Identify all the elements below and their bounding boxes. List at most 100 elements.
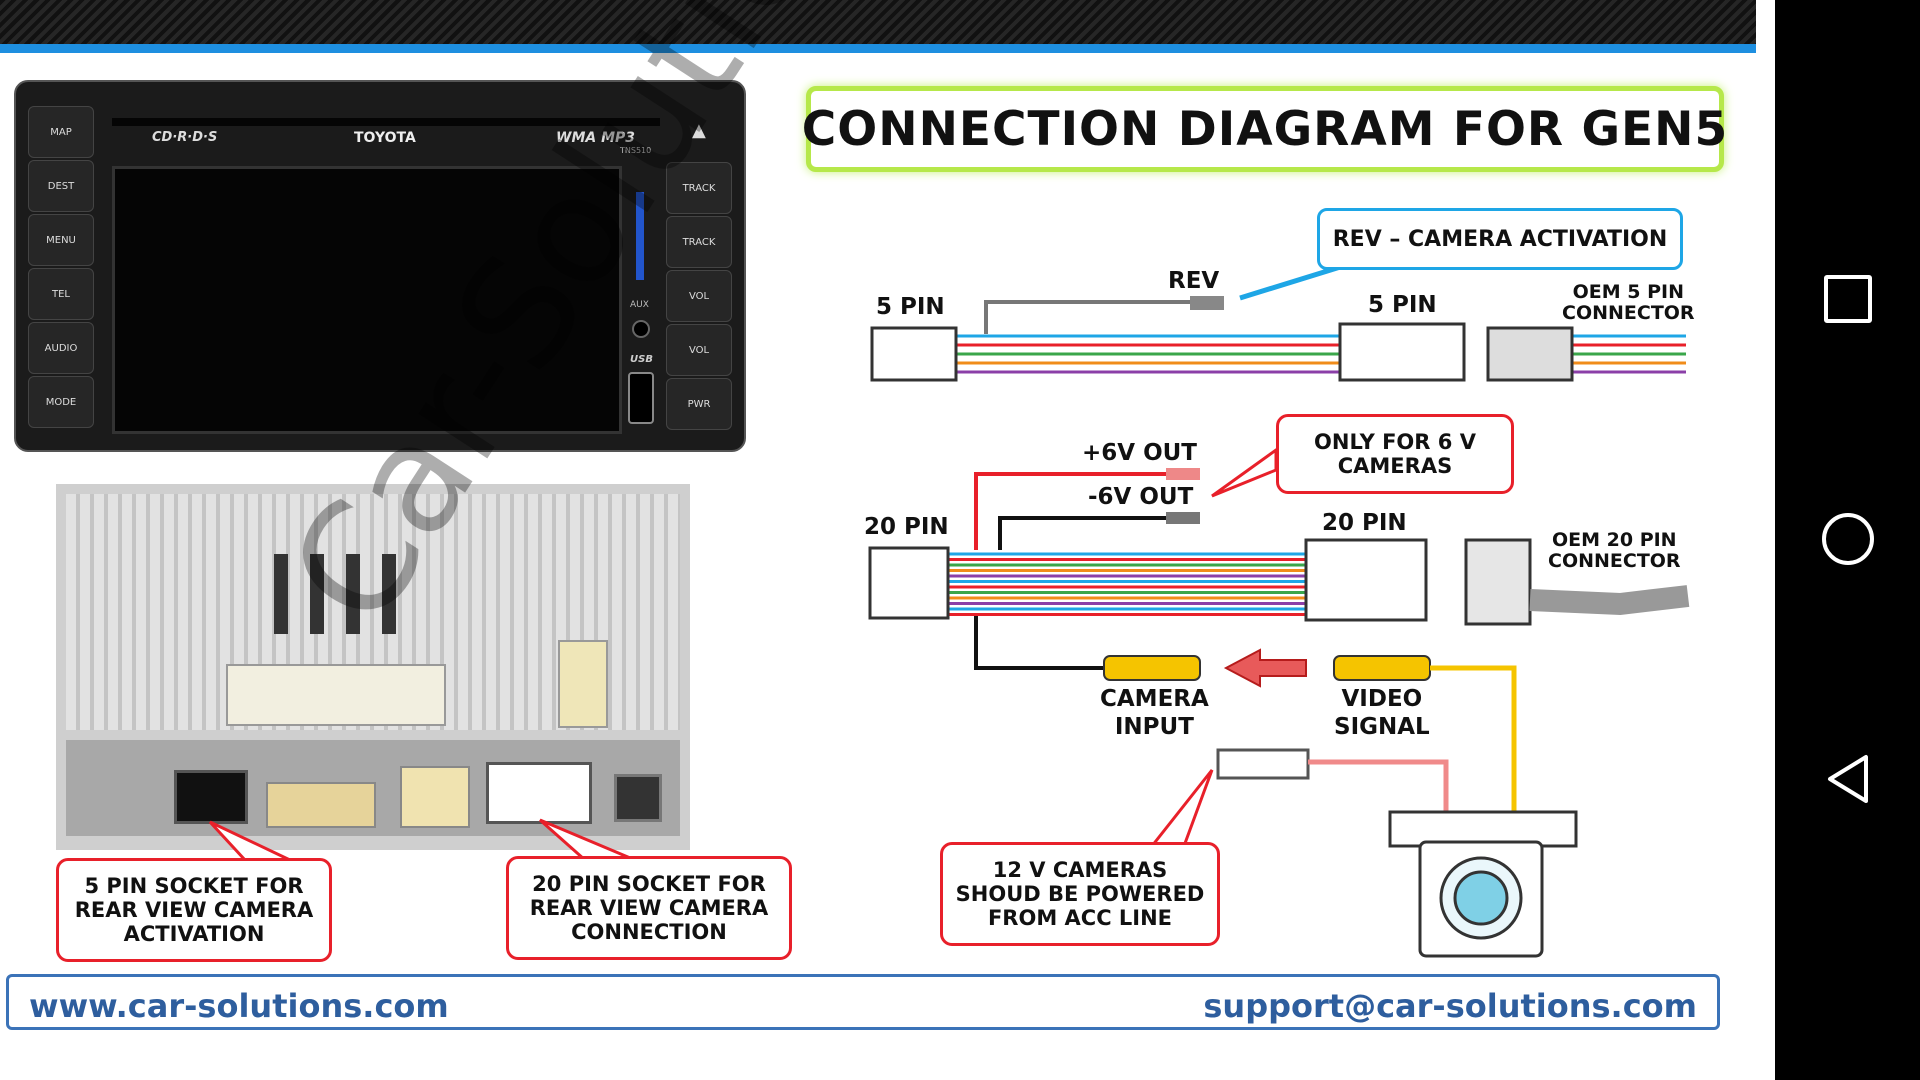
eject-icon: ▲ bbox=[692, 120, 706, 141]
connector-right bbox=[558, 640, 608, 728]
six-v-line-2: CAMERAS bbox=[1337, 454, 1453, 478]
home-button[interactable] bbox=[1775, 494, 1920, 584]
connector-block bbox=[226, 664, 446, 726]
twelve-v-line-3: FROM ACC LINE bbox=[987, 906, 1173, 931]
flow-arrow bbox=[1223, 648, 1307, 688]
twelve-v-line-2: SHOUD BE POWERED bbox=[955, 881, 1205, 906]
cd-logo: CD·R·D·S bbox=[152, 130, 218, 145]
pin5-left-label: 5 PIN bbox=[876, 294, 945, 320]
pin20-left-label: 20 PIN bbox=[864, 514, 949, 540]
radio-button-map: MAP bbox=[28, 106, 94, 158]
video-signal-label: VIDEO SIGNAL bbox=[1334, 686, 1430, 741]
pin20-right-label: 20 PIN bbox=[1322, 510, 1407, 536]
oem20-cable bbox=[1529, 585, 1690, 616]
twelve-v-pointer bbox=[1148, 769, 1214, 848]
video-signal-line-2: SIGNAL bbox=[1334, 713, 1430, 740]
email-link[interactable]: support@car-solutions.com bbox=[1203, 987, 1697, 1025]
socket20-line-3: CONNECTION bbox=[571, 920, 727, 945]
camera-input-rca bbox=[1103, 655, 1201, 681]
recents-button[interactable] bbox=[1775, 254, 1920, 344]
video-signal-line-1: VIDEO bbox=[1341, 686, 1423, 712]
radio-button-mode: MODE bbox=[28, 376, 94, 428]
socket-5pin bbox=[174, 770, 248, 824]
socket-square bbox=[614, 774, 662, 822]
six-v-callout: ONLY FOR 6 V CAMERAS bbox=[1276, 414, 1514, 494]
connector-20pin-mid bbox=[1304, 538, 1428, 622]
six-v-line-1: ONLY FOR 6 V bbox=[1314, 429, 1476, 454]
radio-button-audio: AUDIO bbox=[28, 322, 94, 374]
radio-button-menu: MENU bbox=[28, 214, 94, 266]
twelve-v-line-1: 12 V CAMERAS bbox=[992, 857, 1168, 882]
radio-button-pwr-4: PWR bbox=[666, 378, 732, 430]
plus6v-label: +6V OUT bbox=[1082, 440, 1197, 466]
six-v-pointer bbox=[1211, 447, 1278, 498]
radio-button-track-1: TRACK bbox=[666, 216, 732, 268]
rev-plug bbox=[1190, 296, 1224, 310]
camera-bracket bbox=[1388, 810, 1578, 848]
plus6v-plug bbox=[1166, 468, 1200, 480]
socket-small bbox=[400, 766, 470, 828]
usb-label: USB bbox=[630, 354, 653, 365]
triangle-back-icon bbox=[1827, 755, 1868, 803]
page-title: CONNECTION DIAGRAM FOR GEN5 bbox=[801, 101, 1729, 157]
minus6v-wire bbox=[998, 516, 1198, 550]
radio-button-track-0: TRACK bbox=[666, 162, 732, 214]
model-label: TNS510 bbox=[620, 146, 652, 155]
socket20-line-2: REAR VIEW CAMERA bbox=[529, 895, 769, 920]
back-button[interactable] bbox=[1775, 734, 1920, 824]
footer-bar: www.car-solutions.com support@car-soluti… bbox=[6, 974, 1720, 1030]
socket5-line-2: REAR VIEW CAMERA bbox=[74, 897, 314, 922]
radio-button-vol-2: VOL bbox=[666, 270, 732, 322]
head-unit-photo: CD·R·D·S TOYOTA WMA MP3 TNS510 ▲ AUX USB… bbox=[14, 80, 746, 452]
socket5-line-1: 5 PIN SOCKET FOR bbox=[84, 873, 304, 898]
video-wire bbox=[1430, 665, 1517, 812]
power-plug bbox=[1216, 748, 1310, 780]
minus6v-label: -6V OUT bbox=[1088, 484, 1194, 510]
radio-button-tel: TEL bbox=[28, 268, 94, 320]
rev-label: REV bbox=[1168, 268, 1220, 294]
connector-5pin-left bbox=[870, 326, 958, 382]
socket20-callout: 20 PIN SOCKET FOR REAR VIEW CAMERA CONNE… bbox=[506, 856, 792, 960]
rev-wire bbox=[984, 300, 1196, 334]
wma-label: WMA MP3 bbox=[556, 130, 636, 146]
website-link[interactable]: www.car-solutions.com bbox=[29, 987, 449, 1025]
sd-slot bbox=[636, 192, 644, 280]
connector-20pin-left bbox=[868, 546, 950, 620]
rev-callout: REV – CAMERA ACTIVATION bbox=[1317, 208, 1683, 270]
socket20-line-1: 20 PIN SOCKET FOR bbox=[532, 871, 766, 896]
camera-input-line-1: CAMERA bbox=[1100, 686, 1209, 712]
usb-port bbox=[628, 372, 654, 424]
oem20-line-1: OEM 20 PIN bbox=[1551, 529, 1677, 551]
aux-label: AUX bbox=[630, 300, 649, 310]
radio-button-dest: DEST bbox=[28, 160, 94, 212]
radio-screen bbox=[112, 166, 622, 434]
cd-slot bbox=[112, 118, 660, 126]
unit-back-photo bbox=[56, 484, 690, 850]
camera-body bbox=[1418, 840, 1544, 958]
connector-5pin-mid bbox=[1338, 322, 1466, 382]
brand-label: TOYOTA bbox=[354, 130, 416, 146]
connector-oem5 bbox=[1486, 326, 1574, 382]
socket5-line-3: ACTIVATION bbox=[123, 922, 265, 947]
oem5-label: OEM 5 PIN CONNECTOR bbox=[1562, 282, 1695, 324]
power-wire bbox=[1308, 759, 1449, 812]
rev-callout-text: REV – CAMERA ACTIVATION bbox=[1332, 226, 1668, 252]
oem20-label: OEM 20 PIN CONNECTOR bbox=[1548, 530, 1681, 572]
socket-20pin bbox=[486, 762, 592, 824]
camera-input-label: CAMERA INPUT bbox=[1100, 686, 1209, 741]
oem5-line-1: OEM 5 PIN bbox=[1572, 281, 1684, 303]
top-bar bbox=[0, 0, 1756, 44]
vent-slots bbox=[274, 554, 414, 634]
circle-icon bbox=[1821, 513, 1874, 565]
camera-input-wire bbox=[974, 616, 1110, 670]
title-box: CONNECTION DIAGRAM FOR GEN5 bbox=[802, 86, 1727, 172]
radio-button-vol-3: VOL bbox=[666, 324, 732, 376]
socket-wide bbox=[266, 782, 376, 828]
socket5-callout: 5 PIN SOCKET FOR REAR VIEW CAMERA ACTIVA… bbox=[56, 858, 332, 962]
pin5-right-label: 5 PIN bbox=[1368, 292, 1437, 318]
top-accent-stripe bbox=[0, 44, 1756, 53]
camera-input-line-2: INPUT bbox=[1114, 713, 1194, 740]
android-nav-bar bbox=[1775, 0, 1920, 1080]
minus6v-plug bbox=[1166, 512, 1200, 524]
camera-lens-inner bbox=[1453, 870, 1509, 926]
